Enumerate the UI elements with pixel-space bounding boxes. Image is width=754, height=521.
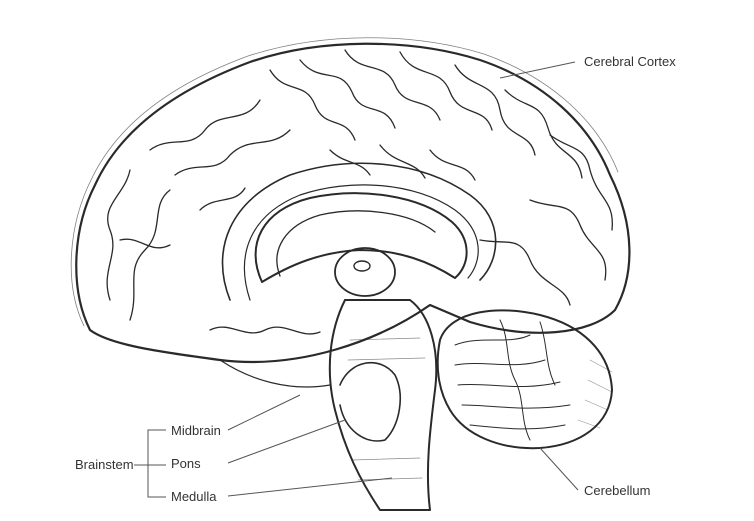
leader-lines bbox=[134, 61, 579, 498]
cerebrum-outline bbox=[75, 42, 631, 364]
corpus-callosum bbox=[254, 192, 468, 283]
label-medulla: Medulla bbox=[171, 489, 217, 504]
thalamus-core bbox=[353, 260, 371, 272]
cortex-leader bbox=[499, 61, 576, 79]
pons-bulge bbox=[339, 361, 401, 442]
cerebellum-shape bbox=[436, 309, 613, 450]
brainstem-shape bbox=[328, 299, 438, 511]
label-pons: Pons bbox=[171, 456, 201, 471]
brainstem-shading bbox=[347, 337, 426, 481]
thalamus bbox=[334, 247, 396, 297]
label-midbrain: Midbrain bbox=[171, 423, 221, 438]
cerebellum-shading bbox=[577, 359, 613, 429]
base-contour bbox=[219, 359, 331, 388]
pons-leader bbox=[227, 419, 346, 464]
cerebrum-outline-sketch bbox=[70, 37, 619, 327]
brainstem-bracket bbox=[134, 429, 166, 498]
cingulate-band bbox=[221, 162, 497, 301]
medulla-leader bbox=[227, 477, 393, 497]
label-cerebral-cortex: Cerebral Cortex bbox=[584, 54, 676, 69]
label-cerebellum: Cerebellum bbox=[584, 483, 651, 498]
cerebellum-leader bbox=[539, 447, 579, 491]
cingulate-band-inner bbox=[243, 184, 479, 301]
label-brainstem: Brainstem bbox=[75, 457, 134, 472]
cerebellum-folia bbox=[454, 319, 571, 441]
fornix bbox=[276, 210, 436, 277]
midbrain-leader bbox=[227, 394, 301, 431]
cortex-gyri bbox=[106, 49, 613, 335]
